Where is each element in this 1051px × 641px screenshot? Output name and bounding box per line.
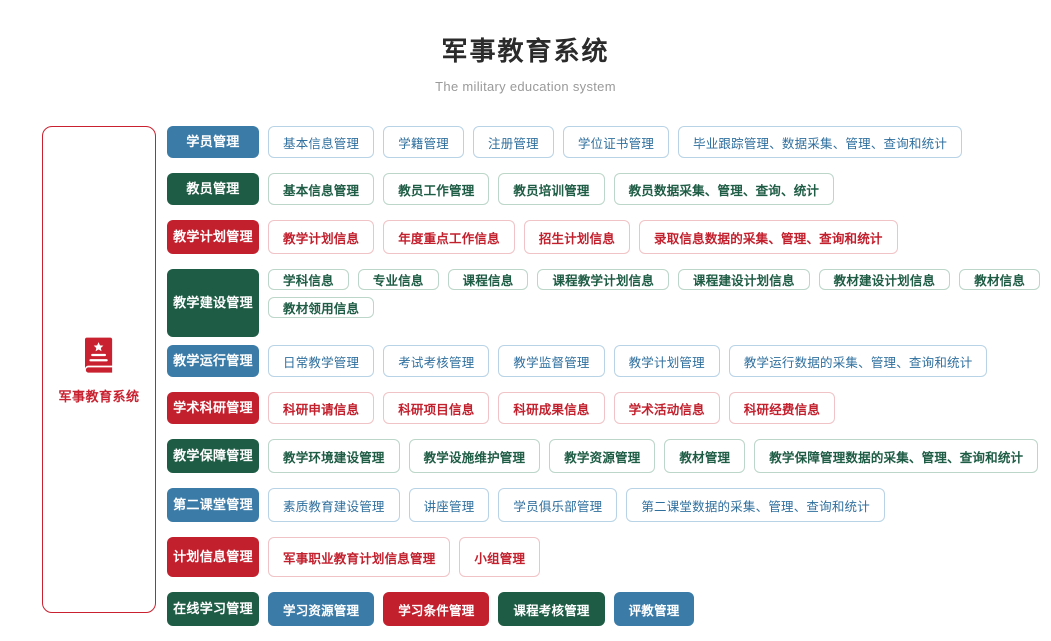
module-row: 在线学习管理学习资源管理学习条件管理课程考核管理评教管理 [167, 592, 1051, 633]
module-item[interactable]: 毕业跟踪管理、数据采集、管理、查询和统计 [678, 126, 963, 158]
module-row: 教学计划管理教学计划信息年度重点工作信息招生计划信息录取信息数据的采集、管理、查… [167, 220, 1051, 261]
module-item[interactable]: 科研成果信息 [498, 392, 605, 424]
module-item[interactable]: 专业信息 [357, 269, 439, 290]
module-item[interactable]: 学员俱乐部管理 [498, 488, 618, 522]
row-items: 教学计划信息年度重点工作信息招生计划信息录取信息数据的采集、管理、查询和统计 [268, 220, 1051, 261]
row-label-6[interactable]: 教学保障管理 [167, 439, 259, 473]
content-area: 军事教育系统 学员管理基本信息管理学籍管理注册管理学位证书管理毕业跟踪管理、数据… [0, 126, 1051, 641]
row-label-8[interactable]: 计划信息管理 [167, 537, 259, 577]
row-label-0[interactable]: 学员管理 [167, 126, 259, 158]
row-items: 素质教育建设管理讲座管理学员俱乐部管理第二课堂数据的采集、管理、查询和统计 [268, 488, 1051, 529]
module-item[interactable]: 录取信息数据的采集、管理、查询和统计 [639, 220, 898, 254]
module-item[interactable]: 讲座管理 [408, 488, 490, 522]
module-item[interactable]: 课程考核管理 [498, 592, 605, 626]
module-item[interactable]: 教材建设计划信息 [818, 269, 951, 290]
module-rows: 学员管理基本信息管理学籍管理注册管理学位证书管理毕业跟踪管理、数据采集、管理、查… [167, 126, 1051, 641]
page-title: 军事教育系统 [441, 36, 610, 66]
row-label-1[interactable]: 教员管理 [167, 173, 259, 205]
module-item[interactable]: 军事职业教育计划信息管理 [268, 537, 451, 577]
row-items: 基本信息管理教员工作管理教员培训管理教员数据采集、管理、查询、统计 [268, 173, 1051, 212]
module-item[interactable]: 学习资源管理 [268, 592, 375, 626]
row-label-9[interactable]: 在线学习管理 [167, 592, 259, 626]
module-item[interactable]: 教材信息 [959, 269, 1041, 290]
module-row: 学员管理基本信息管理学籍管理注册管理学位证书管理毕业跟踪管理、数据采集、管理、查… [167, 126, 1051, 165]
module-row: 教学建设管理学科信息专业信息课程信息课程教学计划信息课程建设计划信息教材建设计划… [167, 269, 1051, 337]
module-item[interactable]: 教学资源管理 [549, 439, 656, 473]
row-items: 军事职业教育计划信息管理小组管理 [268, 537, 1051, 584]
module-item[interactable]: 评教管理 [613, 592, 695, 626]
page-header: 军事教育系统 The military education system [0, 0, 1051, 94]
module-item[interactable]: 教学运行数据的采集、管理、查询和统计 [728, 345, 988, 377]
row-items: 科研申请信息科研项目信息科研成果信息学术活动信息科研经费信息 [268, 392, 1051, 431]
row-items: 学科信息专业信息课程信息课程教学计划信息课程建设计划信息教材建设计划信息教材信息… [268, 269, 1051, 337]
module-item[interactable]: 日常教学管理 [268, 345, 375, 377]
row-label-3[interactable]: 教学建设管理 [167, 269, 259, 337]
page-subtitle: The military education system [435, 79, 616, 95]
module-item[interactable]: 课程信息 [447, 269, 529, 290]
module-item[interactable]: 第二课堂数据的采集、管理、查询和统计 [626, 488, 885, 522]
module-item[interactable]: 小组管理 [459, 537, 541, 577]
module-item[interactable]: 教学监督管理 [498, 345, 605, 377]
row-label-5[interactable]: 学术科研管理 [167, 392, 259, 424]
module-item[interactable]: 学科信息 [268, 269, 349, 290]
brand-panel: 军事教育系统 [42, 126, 156, 613]
module-item[interactable]: 注册管理 [473, 126, 554, 158]
module-item[interactable]: 教学计划信息 [268, 220, 375, 254]
module-item[interactable]: 教学设施维护管理 [408, 439, 541, 473]
module-row: 教学运行管理日常教学管理考试考核管理教学监督管理教学计划管理教学运行数据的采集、… [167, 345, 1051, 384]
module-item[interactable]: 课程建设计划信息 [678, 269, 810, 290]
book-star-icon [78, 335, 120, 377]
module-item[interactable]: 教员工作管理 [383, 173, 490, 205]
row-items: 日常教学管理考试考核管理教学监督管理教学计划管理教学运行数据的采集、管理、查询和… [268, 345, 1051, 384]
module-item[interactable]: 教材管理 [664, 439, 746, 473]
module-item[interactable]: 教员培训管理 [498, 173, 605, 205]
module-item[interactable]: 教学计划管理 [613, 345, 720, 377]
module-item[interactable]: 年度重点工作信息 [383, 220, 515, 254]
module-item[interactable]: 素质教育建设管理 [268, 488, 400, 522]
module-item[interactable]: 基本信息管理 [268, 173, 375, 205]
module-row: 第二课堂管理素质教育建设管理讲座管理学员俱乐部管理第二课堂数据的采集、管理、查询… [167, 488, 1051, 529]
row-items: 基本信息管理学籍管理注册管理学位证书管理毕业跟踪管理、数据采集、管理、查询和统计 [268, 126, 1051, 165]
module-item[interactable]: 科研申请信息 [268, 392, 375, 424]
brand-label: 军事教育系统 [58, 388, 140, 404]
module-item[interactable]: 教学保障管理数据的采集、管理、查询和统计 [754, 439, 1039, 473]
module-item[interactable]: 学习条件管理 [383, 592, 490, 626]
module-item[interactable]: 教材领用信息 [268, 297, 375, 318]
row-items: 学习资源管理学习条件管理课程考核管理评教管理 [268, 592, 1051, 633]
module-row: 教员管理基本信息管理教员工作管理教员培训管理教员数据采集、管理、查询、统计 [167, 173, 1051, 212]
module-item[interactable]: 科研项目信息 [383, 392, 490, 424]
module-item[interactable]: 课程教学计划信息 [537, 269, 670, 290]
module-item[interactable]: 招生计划信息 [523, 220, 631, 254]
module-item[interactable]: 科研经费信息 [728, 392, 836, 424]
module-row: 学术科研管理科研申请信息科研项目信息科研成果信息学术活动信息科研经费信息 [167, 392, 1051, 431]
module-item[interactable]: 考试考核管理 [383, 345, 490, 377]
module-item[interactable]: 学术活动信息 [613, 392, 720, 424]
module-row: 计划信息管理军事职业教育计划信息管理小组管理 [167, 537, 1051, 584]
module-item[interactable]: 学位证书管理 [562, 126, 670, 158]
row-items: 教学环境建设管理教学设施维护管理教学资源管理教材管理教学保障管理数据的采集、管理… [268, 439, 1051, 480]
module-item[interactable]: 教员数据采集、管理、查询、统计 [613, 173, 835, 205]
row-label-7[interactable]: 第二课堂管理 [167, 488, 259, 522]
row-label-2[interactable]: 教学计划管理 [167, 220, 259, 254]
module-item[interactable]: 教学环境建设管理 [268, 439, 400, 473]
module-item[interactable]: 学籍管理 [383, 126, 465, 158]
module-item[interactable]: 基本信息管理 [268, 126, 375, 158]
row-label-4[interactable]: 教学运行管理 [167, 345, 259, 377]
module-row: 教学保障管理教学环境建设管理教学设施维护管理教学资源管理教材管理教学保障管理数据… [167, 439, 1051, 480]
